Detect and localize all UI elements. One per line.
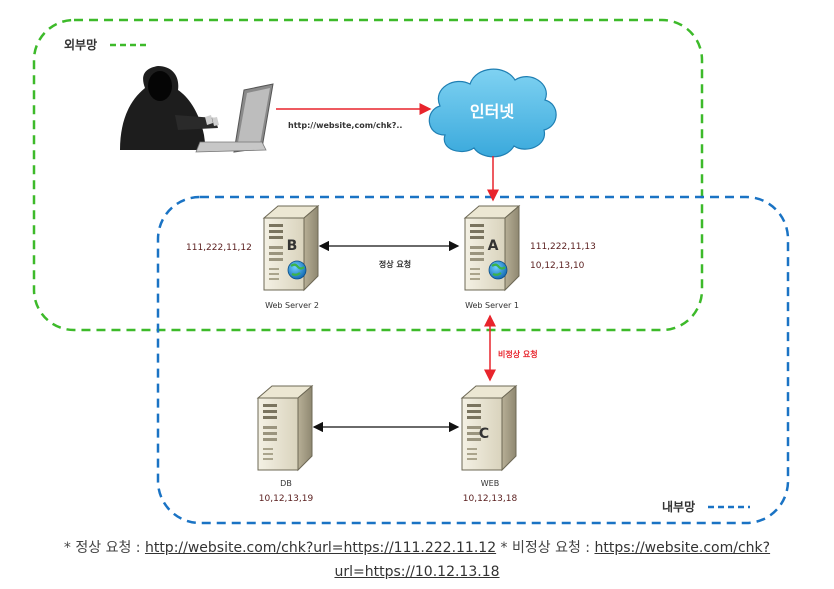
abnormal-request-link-part-1[interactable]: https://website.com/chk? (594, 540, 771, 556)
normal-request-link[interactable]: http://website.com/chk?url=https://111.2… (144, 540, 497, 556)
server-b-name: Web Server 2 (265, 301, 319, 310)
server-a-icon: A (464, 205, 520, 291)
svg-text:A: A (488, 238, 499, 254)
caption-mid: * 비정상 요청 : (496, 540, 595, 556)
server-b-ip: 111,222,11,12 (186, 243, 252, 253)
server-b-icon: B (263, 205, 319, 291)
server-c-ip: 10,12,13,18 (463, 494, 518, 504)
hacker-icon (120, 66, 274, 153)
inner-network-label: 내부망 (662, 499, 695, 514)
server-a-name: Web Server 1 (465, 301, 519, 310)
db-ip: 10,12,13,19 (259, 494, 314, 504)
abnormal-request-label: 비정상 요청 (498, 349, 538, 359)
network-diagram: 외부망 내부망 http://website,com/chk?.. 인터넷 B … (32, 18, 790, 525)
caption: * 정상 요청 : http://website.com/chk?url=htt… (0, 536, 834, 584)
server-c-name: WEB (481, 479, 499, 488)
db-server-icon (257, 385, 313, 471)
outer-network-label: 외부망 (64, 37, 97, 52)
svg-text:C: C (479, 426, 489, 442)
inner-network-zone (156, 195, 790, 525)
svg-text:B: B (287, 238, 298, 254)
normal-request-label: 정상 요청 (379, 259, 411, 269)
server-c-icon: C (461, 385, 517, 471)
db-name: DB (280, 479, 292, 488)
server-a-ip-2: 10,12,13,10 (530, 261, 585, 271)
server-a-ip-1: 111,222,11,13 (530, 242, 596, 252)
caption-lead: * 정상 요청 : (63, 540, 145, 556)
attack-url: http://website,com/chk?.. (288, 121, 402, 130)
internet-label: 인터넷 (470, 102, 514, 121)
outer-network-zone (32, 18, 704, 332)
internet-cloud-icon (428, 68, 557, 158)
abnormal-request-link-part-2[interactable]: url=https://10.12.13.18 (334, 564, 500, 580)
